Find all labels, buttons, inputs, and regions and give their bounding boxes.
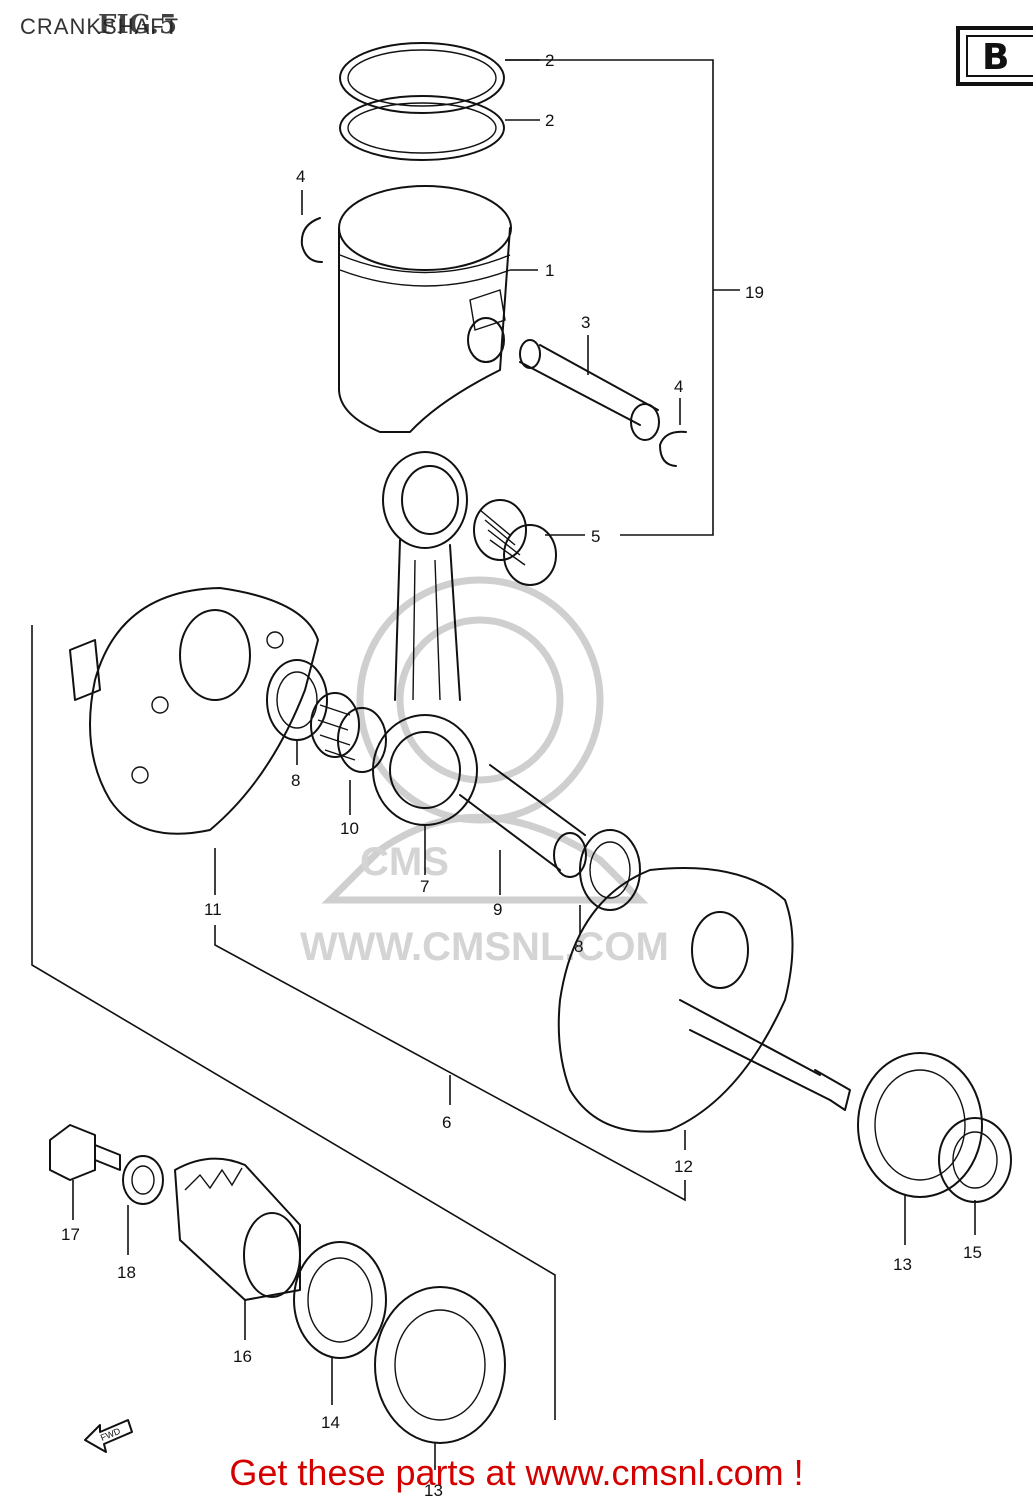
crank-pin [459,764,587,878]
figure-number: FIG.5 [98,10,178,40]
callout-18: 18 [117,1263,136,1282]
callout-6: 6 [442,1113,451,1132]
bracket-19 [505,59,714,536]
main-bearing-left [374,1286,506,1444]
main-bearing-right [857,1052,983,1198]
small-end-bearing [473,499,557,586]
crank-web-right [557,867,851,1133]
callout-12: 12 [674,1157,693,1176]
callout-13: 13 [893,1255,912,1274]
callout-17: 17 [61,1225,80,1244]
front-arrow-icon: FWD [84,1419,133,1453]
sheet-code-box: B [956,26,1033,86]
piston-pin [519,339,660,441]
callout-3: 3 [581,313,590,332]
crank-web-left [69,587,319,835]
bracket-6-inner [214,925,686,1202]
circlip-left [300,217,323,263]
callout-5: 5 [591,527,600,546]
watermark-url: WWW.CMSNL.COM [300,925,669,969]
piston-ring-top [339,42,505,114]
callout-2: 2 [545,111,554,130]
watermark-logo: CMS WWW.CMSNL.COM [300,576,669,969]
thrust-washer-right [579,829,641,911]
bracket-6 [31,625,556,1420]
callout-4: 4 [674,377,683,396]
piston-ring-second [339,95,505,161]
bolt [49,1124,121,1181]
callout-7: 7 [420,877,429,896]
circlip-right [659,430,687,467]
watermark-logo-text: CMS [360,840,449,884]
callout-labels: 2 2 4 1 19 3 4 5 8 10 7 9 8 11 6 12 13 1… [61,51,982,1500]
callout-8: 8 [574,937,583,956]
callout-14: 14 [321,1413,340,1432]
callout-11: 11 [204,900,222,919]
callout-9: 9 [493,900,502,919]
callout-16: 16 [233,1347,252,1366]
primary-drive-gear [174,1157,301,1301]
thrust-washer-left [266,659,328,741]
main-bearing-left-inner [293,1241,387,1359]
sheet-code: B [966,35,1033,78]
promo-link[interactable]: Get these parts at www.cmsnl.com ! [229,1452,804,1493]
callout-10: 10 [340,819,359,838]
callout-19: 19 [745,283,764,302]
callout-8: 8 [291,771,300,790]
callout-1: 1 [545,261,554,280]
callout-4: 4 [296,167,305,186]
big-end-bearing [310,692,387,773]
washer [122,1155,164,1205]
callout-15: 15 [963,1243,982,1262]
connecting-rod [372,451,478,826]
piston [338,185,512,433]
callout-2: 2 [545,51,554,70]
callout-13: 13 [424,1481,443,1500]
page-title: CRANKSHAFT [20,14,180,39]
